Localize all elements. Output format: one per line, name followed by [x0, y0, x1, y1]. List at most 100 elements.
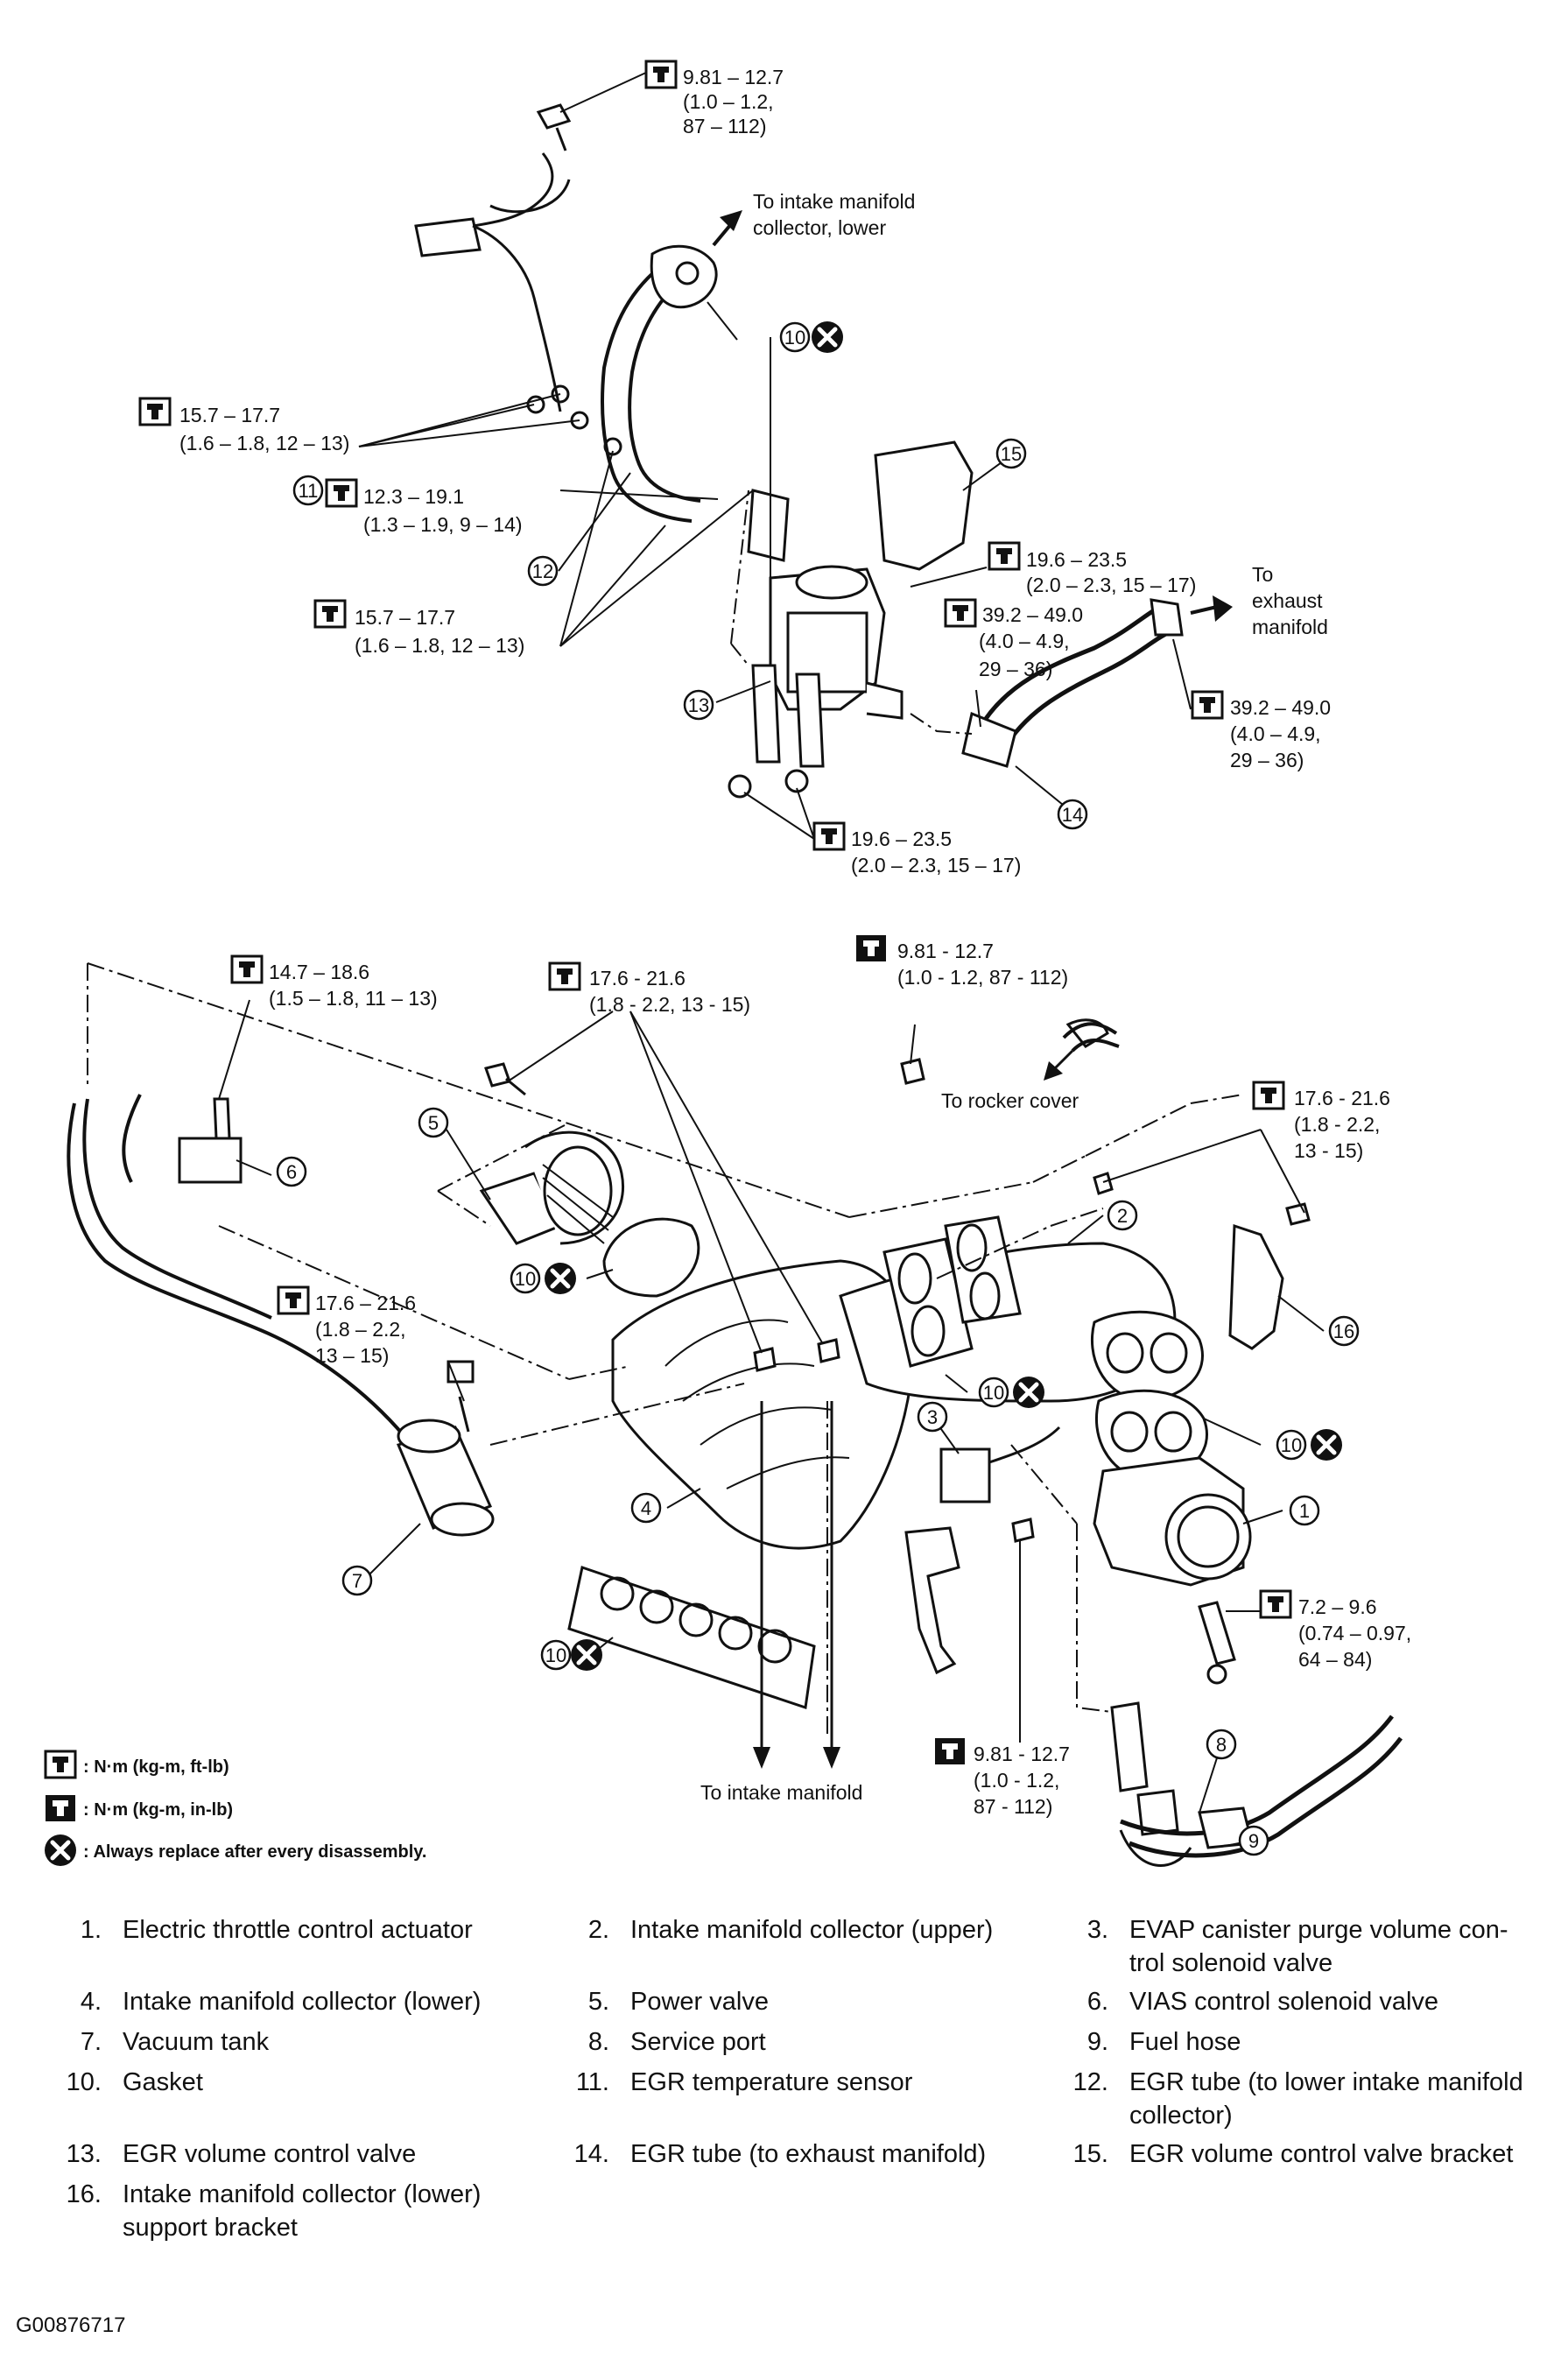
replace-x-icon	[1013, 1377, 1044, 1408]
torque-wrench-icon	[1191, 690, 1224, 720]
arrow-to-rocker-cover	[1053, 1049, 1074, 1070]
torque-t10-a: 17.6 - 21.6	[589, 967, 686, 989]
rocker-cover-hose	[1062, 1022, 1120, 1053]
part-name: EGR volume control valve	[123, 2140, 417, 2168]
callout-circle	[1276, 1429, 1307, 1461]
egr-assembly	[414, 71, 1184, 799]
part-name: VIAS control solenoid valve	[1129, 1988, 1439, 2016]
part-name: Intake manifold collector (lower)	[123, 1988, 482, 2016]
callout-6: 6	[286, 1161, 297, 1183]
legend-wrench-icon	[44, 1750, 77, 1779]
callout-circle	[1328, 1315, 1360, 1347]
callout-numbers: 1 2 3 4 5 6 7 8 9 10 10 10 10 10 11 12 1…	[286, 327, 1354, 1852]
replace-x-icon	[1311, 1429, 1342, 1461]
figure-id: G00876717	[16, 2313, 126, 2337]
part-name: Power valve	[630, 1988, 769, 2016]
torque-wrench-icon	[812, 821, 846, 851]
part-name-cont: support bracket	[123, 2214, 298, 2242]
torque-t9-a: 14.7 – 18.6	[269, 961, 369, 983]
part-name-cont: trol solenoid valve	[1129, 1949, 1333, 1977]
torque-wrench-icon	[548, 961, 581, 991]
torque-t2-b: (1.6 – 1.8, 12 – 13)	[179, 432, 349, 454]
torque-t7-b: (4.0 – 4.9,	[1230, 722, 1321, 745]
part-number: 2.	[587, 1916, 609, 1944]
torque-wrench-icon	[230, 954, 264, 984]
part-name-cont: collector)	[1129, 2102, 1233, 2130]
torque-t8-b: (2.0 – 2.3, 15 – 17)	[851, 854, 1021, 877]
torque-wrench-icon	[138, 397, 172, 426]
note-to-exhaust-1: To	[1252, 563, 1273, 586]
torque-t1-b: (1.0 – 1.2,	[683, 90, 774, 113]
legend-wrench-inlb-icon	[46, 1795, 75, 1821]
part-number: 8.	[587, 2028, 609, 2056]
torque-t6-b: (4.0 – 4.9,	[979, 630, 1070, 652]
callout-circle	[1107, 1200, 1138, 1231]
torque-t7-c: 29 – 36)	[1230, 749, 1304, 771]
part-number: 9.	[1086, 2028, 1108, 2056]
note-to-intake-manifold: To intake manifold	[700, 1781, 862, 1804]
note-to-rocker-cover: To rocker cover	[941, 1089, 1079, 1112]
torque-wrench-icon	[1252, 1081, 1285, 1110]
torque-t2-a: 15.7 – 17.7	[179, 404, 280, 426]
torque-t11-a: 9.81 - 12.7	[897, 940, 994, 962]
callout-1: 1	[1299, 1500, 1310, 1522]
part-number: 11.	[575, 2068, 609, 2096]
callout-circle	[1289, 1495, 1320, 1526]
torque-wrench-icon	[277, 1285, 310, 1315]
callout-circle	[630, 1492, 662, 1524]
part-number: 16.	[66, 2180, 102, 2208]
part-number: 5.	[587, 1988, 609, 2016]
torque-t14-a: 7.2 – 9.6	[1298, 1595, 1377, 1618]
replace-x-icon	[812, 321, 843, 353]
callout-10-collector: 10	[983, 1382, 1004, 1404]
callout-circle	[341, 1565, 373, 1596]
torque-wrench-inlb-icon	[935, 1738, 965, 1764]
intake-assembly	[67, 962, 1403, 1867]
callout-11: 11	[299, 480, 319, 502]
torque-t1-c: 87 – 112)	[683, 115, 766, 137]
callouts	[276, 321, 1360, 1856]
part-name: Intake manifold collector (upper)	[630, 1916, 994, 1944]
callout-circle	[527, 555, 559, 587]
replace-x-icon	[571, 1639, 602, 1671]
torque-wrench-inlb-icon	[856, 935, 886, 961]
torque-t14-c: 64 – 84)	[1298, 1648, 1372, 1671]
part-number: 3.	[1086, 1916, 1108, 1944]
leader-lines-lower	[218, 999, 1325, 1847]
torque-wrench-icon	[325, 478, 358, 508]
leader-lines-upper	[358, 301, 1192, 840]
callout-circle	[276, 1156, 307, 1187]
torque-t14-b: (0.74 – 0.97,	[1298, 1622, 1411, 1644]
torque-t4-a: 15.7 – 17.7	[355, 606, 455, 629]
callout-7: 7	[352, 1570, 362, 1592]
note-to-intake-collector-1: To intake manifold	[753, 190, 915, 213]
torque-t10-b: (1.8 - 2.2, 13 - 15)	[589, 993, 750, 1016]
direction-notes: To intake manifold collector, lower To e…	[700, 190, 1328, 1804]
torque-t7-a: 39.2 – 49.0	[1230, 696, 1331, 719]
part-number: 14.	[573, 2140, 609, 2168]
part-number: 1.	[80, 1916, 102, 1944]
callout-16: 16	[1333, 1320, 1354, 1342]
part-name: Fuel hose	[1129, 2028, 1241, 2056]
torque-labels: 9.81 – 12.7 (1.0 – 1.2, 87 – 112) 15.7 –…	[138, 60, 1411, 1818]
callout-10-throttle: 10	[1281, 1434, 1302, 1456]
torque-t13-c: 13 – 15)	[315, 1344, 389, 1367]
note-to-intake-collector-2: collector, lower	[753, 216, 886, 239]
part-number: 13.	[66, 2140, 102, 2168]
part-name: Intake manifold collector (lower)	[123, 2180, 482, 2208]
callout-3: 3	[927, 1406, 938, 1428]
callout-10-egr: 10	[784, 327, 805, 349]
torque-t4-b: (1.6 – 1.8, 12 – 13)	[355, 634, 524, 657]
callout-circle	[1206, 1729, 1237, 1760]
torque-t3-b: (1.3 – 1.9, 9 – 14)	[363, 513, 523, 536]
callout-2: 2	[1117, 1205, 1128, 1227]
callout-15: 15	[1001, 443, 1022, 465]
callout-circle	[917, 1401, 948, 1433]
torque-t9-b: (1.5 – 1.8, 11 – 13)	[269, 987, 438, 1010]
torque-t15-a: 9.81 - 12.7	[974, 1743, 1070, 1765]
legend: : N·m (kg-m, ft-lb) : N·m (kg-m, in-lb) …	[44, 1750, 426, 1866]
callout-10-power-valve: 10	[515, 1268, 536, 1290]
callout-10-lower: 10	[545, 1644, 566, 1666]
torque-wrench-icon	[944, 598, 977, 628]
